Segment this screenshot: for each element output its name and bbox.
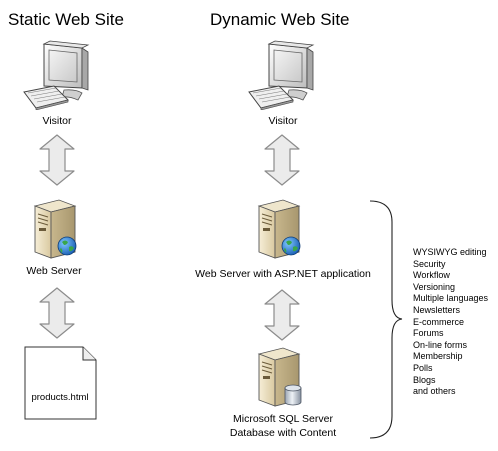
server-database-arrow [264, 289, 300, 341]
aspnet-web-server-icon [258, 199, 301, 259]
feature-item: Multiple languages [413, 293, 489, 304]
feature-item: Blogs [413, 374, 436, 385]
feature-group-brace [369, 200, 403, 439]
dynamic-visitor-label: Visitor [268, 115, 298, 127]
feature-item: Membership [413, 351, 463, 362]
sql-server-label-line2: Database with Content [229, 427, 337, 439]
feature-item: Workflow [413, 270, 450, 281]
sql-server-label-line1: Microsoft SQL Server [233, 413, 333, 425]
html-file-label: products.html [31, 392, 89, 403]
feature-item: and others [413, 386, 456, 397]
feature-item: Versioning [413, 281, 456, 292]
feature-list: WYSIWYG editing Security Workflow Versio… [413, 247, 488, 398]
sql-database-server-icon [258, 347, 302, 407]
static-visitor-server-arrow [39, 134, 75, 186]
feature-item: Security [413, 258, 446, 269]
dynamic-visitor-server-arrow [264, 134, 300, 186]
static-server-file-arrow [39, 287, 75, 339]
dynamic-visitor-computer-icon [248, 40, 314, 110]
feature-item: E-commerce [413, 316, 465, 327]
static-web-server-icon [34, 199, 77, 259]
feature-item: WYSIWYG editing [413, 247, 487, 257]
feature-item: On-line forms [413, 339, 468, 350]
static-visitor-label: Visitor [42, 115, 72, 127]
static-web-server-label: Web Server [26, 265, 82, 277]
aspnet-web-server-label: Web Server with ASP.NET application [195, 268, 371, 280]
feature-item: Newsletters [413, 304, 461, 315]
html-file-icon [24, 346, 97, 420]
static-heading: Static Web Site [8, 10, 124, 29]
static-visitor-computer-icon [23, 40, 89, 110]
feature-item: Forums [413, 328, 444, 339]
dynamic-heading: Dynamic Web Site [210, 10, 350, 29]
feature-item: Polls [413, 362, 433, 373]
